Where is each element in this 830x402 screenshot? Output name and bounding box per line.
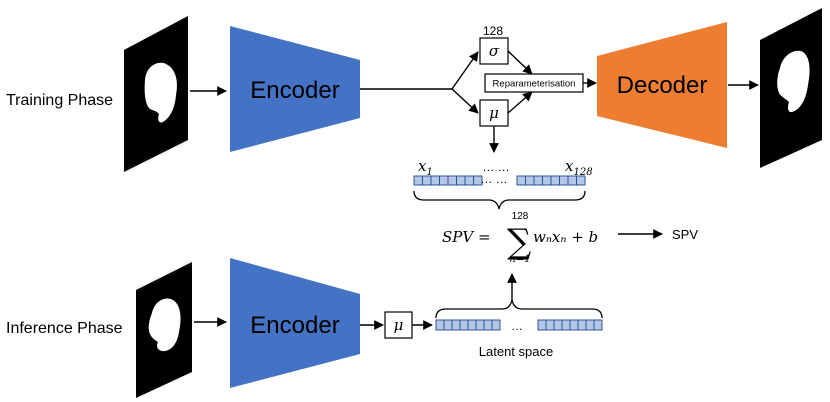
latent-cell (467, 319, 477, 331)
training-input-image (124, 16, 188, 172)
latent-cell (473, 175, 483, 186)
latent-cell (542, 175, 552, 186)
latent-cell (491, 319, 501, 331)
sum-body: wₙxₙ + b (533, 228, 598, 246)
latent-cell (525, 175, 535, 186)
latent-cell (593, 319, 603, 331)
training-encoder-label: Encoder (250, 77, 339, 104)
latent-cell (545, 319, 555, 331)
latent-cell (576, 175, 586, 186)
latent-cell (516, 175, 526, 186)
training-brace (413, 190, 586, 210)
latent-cell (553, 319, 563, 331)
inference-mu-symbol: μ (394, 316, 404, 334)
latent-cell (550, 175, 560, 186)
latent-cell (447, 175, 457, 186)
latent-cell (559, 175, 569, 186)
latent-cell (569, 319, 579, 331)
sum-symbol: ∑ (507, 222, 531, 262)
reparam-connector (507, 50, 533, 114)
latent-cell (567, 175, 577, 186)
latent-cell (451, 319, 461, 331)
inference-brace (435, 299, 603, 319)
sum-lower-limit: n=1 (509, 254, 530, 265)
latent-cell (459, 319, 469, 331)
x128-label: x128 (565, 157, 593, 178)
training-phase-label: Training Phase (6, 92, 113, 109)
mu-symbol: μ (489, 104, 499, 122)
spv-lhs: SPV = (442, 228, 491, 246)
reparameterisation-label: Reparameterisation (493, 79, 576, 90)
decoder-block (597, 22, 727, 148)
training-upper-dots: … … (482, 160, 509, 174)
training-encoder-block (230, 26, 360, 152)
x1-label: x1 (418, 157, 433, 178)
latent-space-label: Latent space (479, 344, 553, 359)
inference-encoder-label: Encoder (250, 312, 339, 339)
latent-dim-label: 128 (483, 24, 503, 38)
latent-cell (561, 319, 571, 331)
latent-cell (585, 319, 595, 331)
training-latent-vector (413, 175, 586, 186)
latent-cell (413, 175, 423, 186)
inference-input-image (136, 262, 192, 398)
inference-latent-dots: … (511, 319, 523, 333)
latent-cell (577, 319, 587, 331)
decoder-label: Decoder (617, 72, 708, 99)
inference-latent-vector (435, 319, 603, 331)
sigma-box (479, 37, 509, 65)
inference-mu-box (384, 311, 413, 339)
latent-cell (537, 319, 547, 331)
training-encoder-output-connector (360, 51, 479, 114)
inference-phase-label: Inference Phase (6, 320, 123, 337)
latent-cell (422, 175, 432, 186)
training-latent-dots: … … (480, 172, 507, 186)
latent-cell (443, 319, 453, 331)
latent-cell (456, 175, 466, 186)
latent-cell (533, 175, 543, 186)
spv-output-label: SPV (672, 227, 698, 242)
training-output-image (760, 8, 822, 168)
latent-cell (464, 175, 474, 186)
sigma-symbol: σ (489, 42, 500, 60)
latent-cell (475, 319, 485, 331)
sum-upper-limit: 128 (512, 211, 529, 222)
latent-cell (439, 175, 449, 186)
latent-cell (483, 319, 493, 331)
inference-encoder-block (230, 258, 360, 388)
latent-cell (435, 319, 445, 331)
latent-cell (430, 175, 440, 186)
